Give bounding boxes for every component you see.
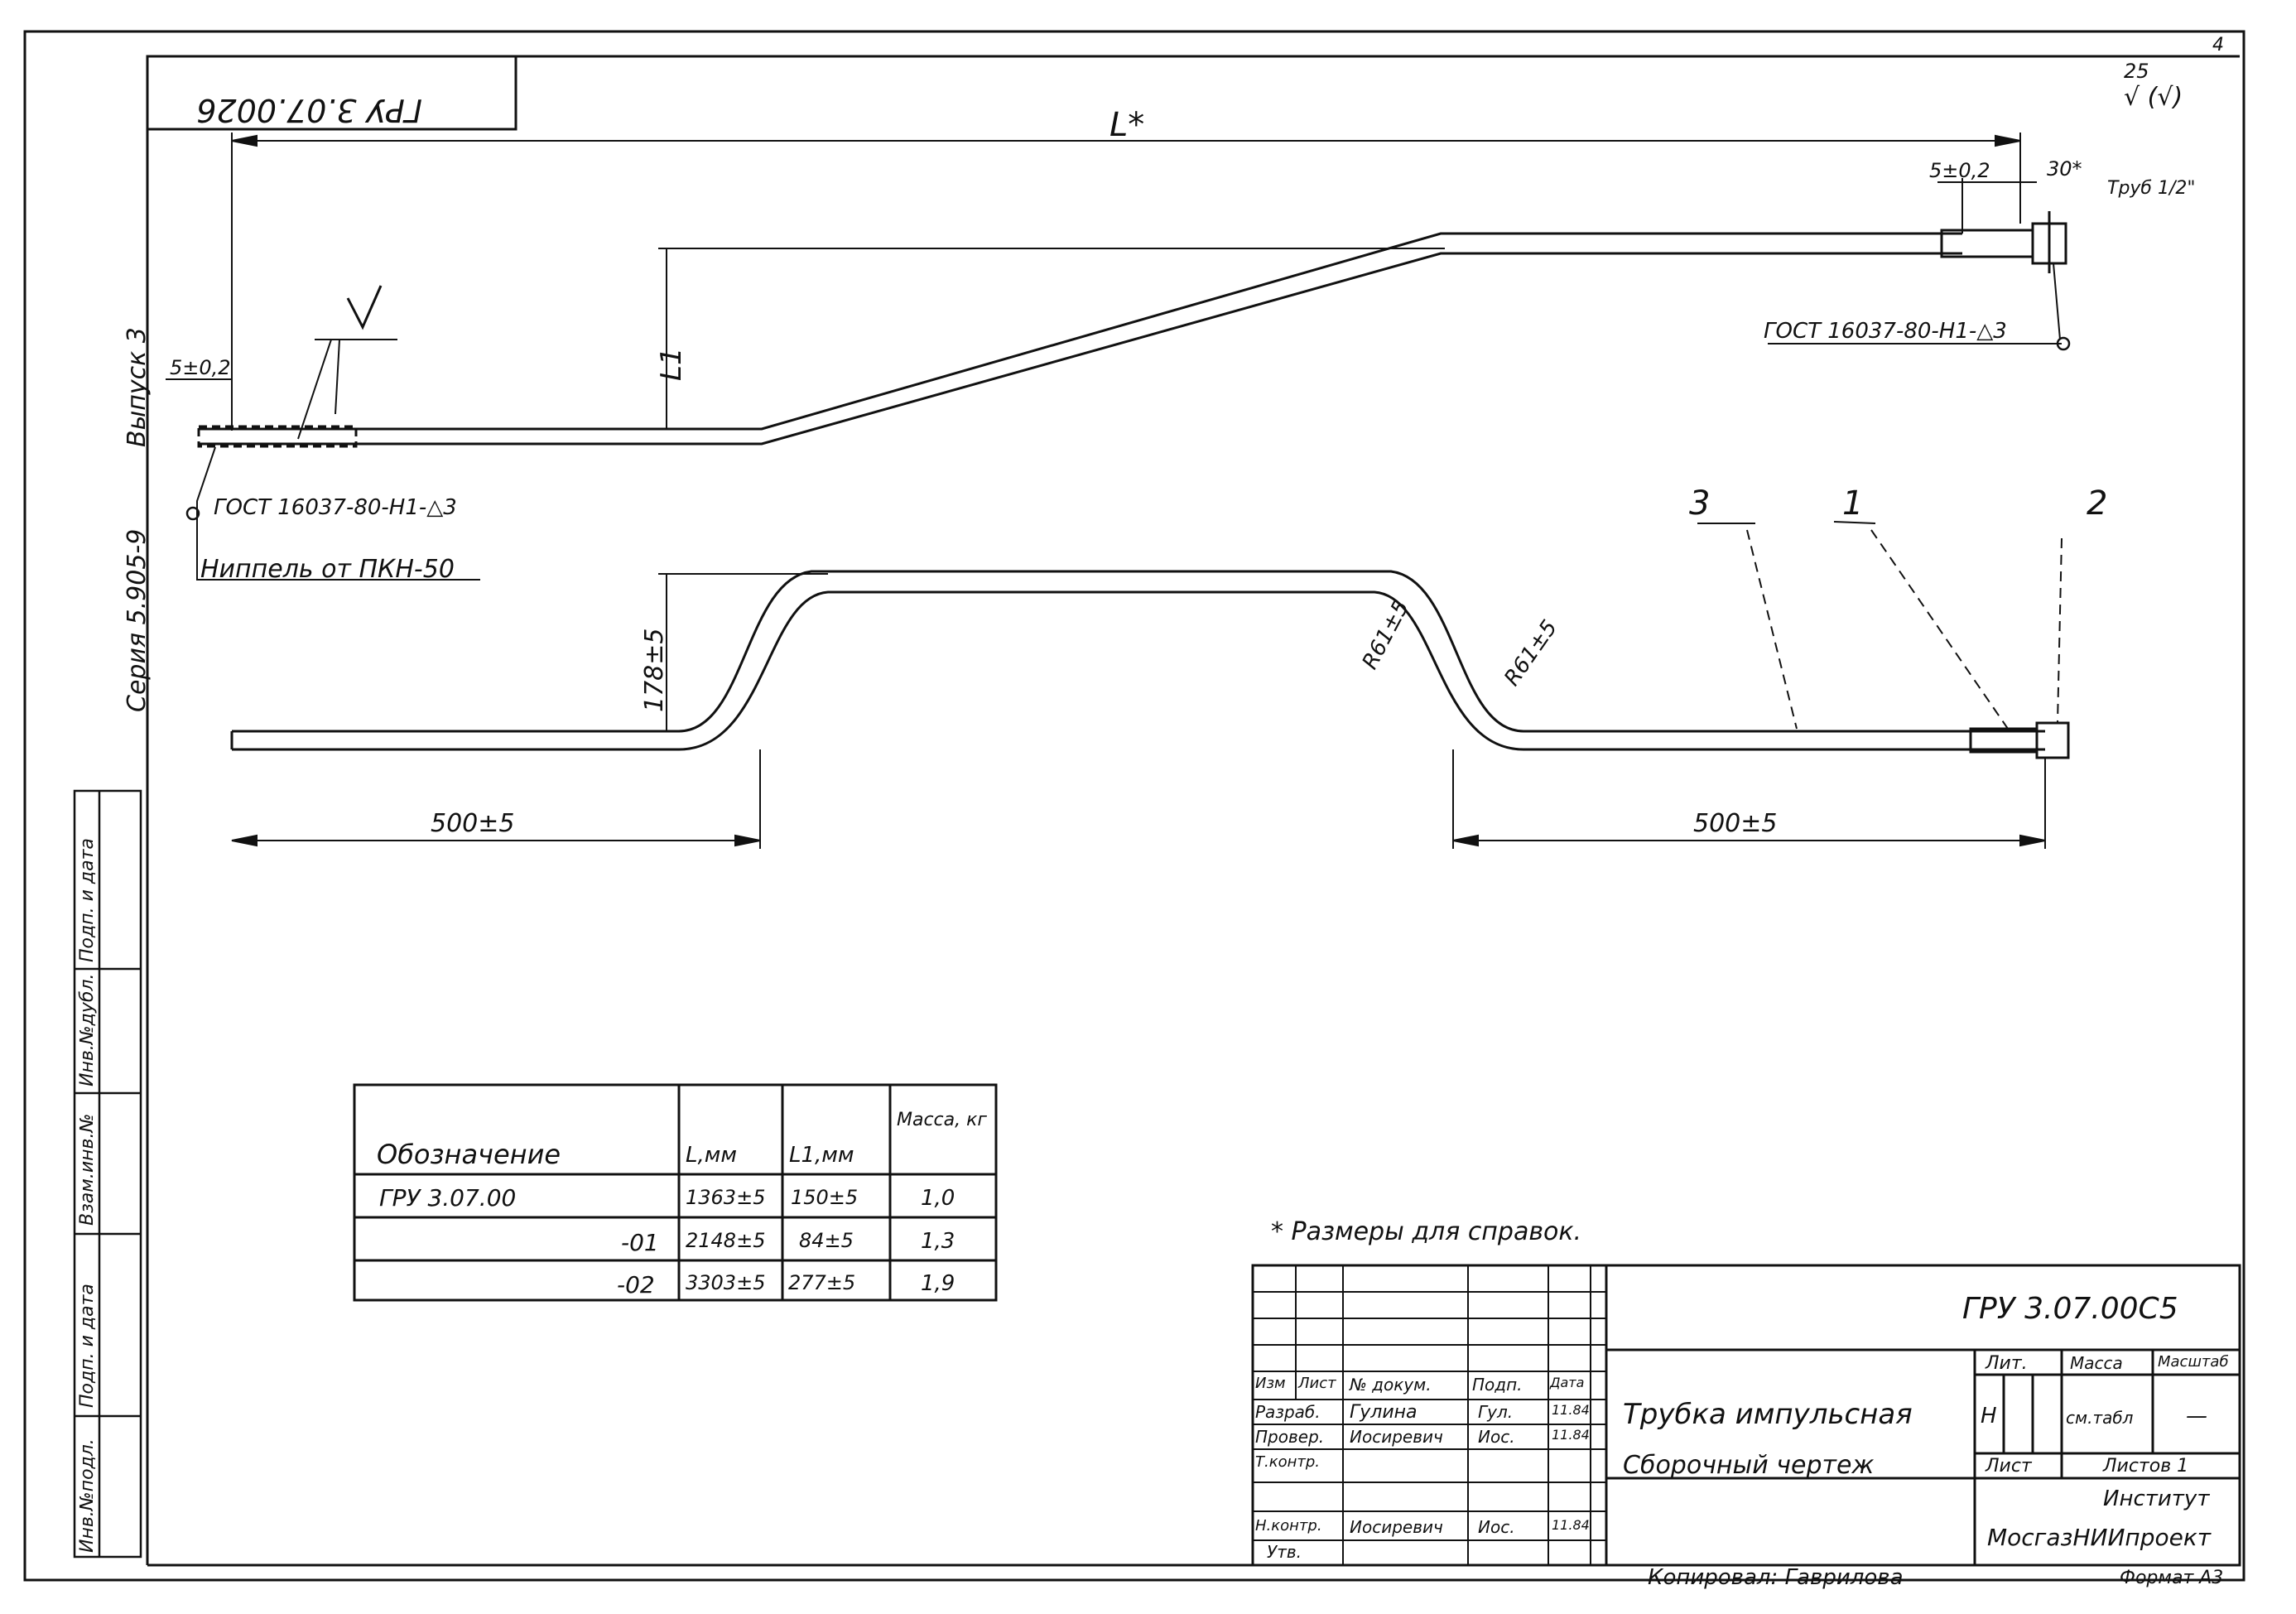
roughness-value: 25 [2124,60,2149,83]
tb-role-0: Разраб. [1255,1402,1321,1422]
dim-tol-right: 5±0,2 [1929,159,1990,182]
gost-right: ГОСТ 16037-80-Н1-△3 [1764,319,2007,344]
tb-role-4: Утв. [1267,1542,1302,1562]
position-3: 3 [1689,484,1711,523]
tb-sign-1: Иос. [1478,1427,1515,1447]
dim-tol-left: 5±0,2 [170,356,231,379]
tb-sheets-label: Листов 1 [2103,1456,2189,1477]
tb-name-3: Иосиревич [1350,1517,1443,1537]
issue-label: Выпуск 3 [123,327,152,447]
tb-role-1: Провер. [1255,1427,1325,1447]
tb-lit-value: Н [1981,1404,1997,1429]
title-code: ГРУ 3.07.00С5 [1962,1292,2178,1326]
gost-right-marker-icon [2056,336,2071,351]
gost-left-marker-icon [185,506,200,521]
side-stamp-2: Подп. и дата [77,1284,98,1408]
note-reference: * Размеры для справок. [1271,1217,1582,1246]
title-block-grid [1251,1264,2241,1567]
table-header-designation: Обозначение [377,1139,561,1170]
table-header-l: L,мм [686,1143,737,1168]
table-row-1-l1: 84±5 [799,1229,854,1252]
corner-number: 4 [2212,35,2224,55]
pipe-label: Труб 1/2" [2107,178,2196,199]
parameter-table-grid [353,1083,998,1302]
title-line-1: Трубка импульсная [1623,1398,1913,1431]
table-row-0-l: 1363±5 [686,1186,766,1209]
tb-head-doc: № докум. [1350,1375,1432,1395]
side-stamp-5: Подп. и дата [77,838,98,962]
dim-len-left: 500±5 [431,809,515,838]
table-row-1-designation: -01 [621,1229,659,1256]
table-row-0-designation: ГРУ 3.07.00 [379,1184,517,1212]
top-stamp-box [146,55,517,131]
tb-head-sign: Подп. [1472,1375,1523,1395]
tb-org-2: МосгазНИИпроект [1987,1524,2212,1551]
table-header-l1: L1,мм [789,1143,854,1168]
table-row-0-mass: 1,0 [921,1186,955,1211]
side-stamp-3: Взам.инв.№ [77,1114,98,1226]
tb-org-1: Институт [2103,1486,2210,1511]
table-row-2-l1: 277±5 [788,1271,856,1294]
position-2: 2 [2087,484,2108,523]
top-view-pipe [197,211,2067,448]
tb-head-date: Дата [1550,1375,1585,1390]
tb-scale-value: — [2186,1404,2207,1429]
table-header-mass: Масса, кг [897,1110,987,1130]
tb-scale-label: Масштаб [2158,1353,2229,1371]
stamp-top-code: ГРУ 3.07.0026 [196,92,422,128]
copied-by: Копировал: Гаврилова [1648,1565,1904,1590]
side-stamp-4: Инв.№дубл. [77,973,98,1086]
dim-30: 30* [2047,157,2082,181]
tb-name-1: Иосиревич [1350,1427,1443,1447]
tb-sign-3: Иос. [1478,1517,1515,1537]
table-row-2-designation: -02 [617,1271,655,1298]
tb-head-list: Лист [1298,1375,1336,1392]
side-stamp-1: Инв.№подл. [77,1438,98,1553]
dim-l1: L1 [655,347,688,381]
dim-l: L* [1109,106,1145,144]
nipple-label: Ниппель от ПКН-50 [200,555,455,584]
series-label: Серия 5.905-9 [123,529,152,712]
top-dimensions [166,132,2062,581]
tb-role-2: Т.контр. [1255,1453,1321,1471]
tb-name-0: Гулина [1350,1402,1418,1423]
side-stamp-grid [73,789,142,1559]
dim-radius-a: R61±5 [1358,596,1414,673]
roughness-marks: √ (√) [2124,83,2183,112]
table-row-0-l1: 150±5 [791,1186,859,1209]
table-row-2-l: 3303±5 [686,1271,766,1294]
tb-date-0: 11.84 [1552,1402,1590,1418]
table-row-2-mass: 1,9 [921,1271,955,1296]
tb-lit-label: Лит. [1986,1353,2028,1374]
front-dimensions [231,521,2063,849]
title-block-left-grid [1253,1265,1606,1565]
tb-mass-label: Масса [2070,1353,2123,1373]
outer-frame [23,30,2245,1582]
table-row-1-l: 2148±5 [686,1229,766,1252]
table-row-1-mass: 1,3 [921,1229,955,1254]
tb-date-1: 11.84 [1552,1427,1590,1443]
tb-sheet-label: Лист [1986,1456,2032,1477]
front-view-pipe [230,570,2070,759]
gost-left: ГОСТ 16037-80-Н1-△3 [214,495,457,520]
dim-height-bottom: 178±5 [640,629,669,712]
position-1: 1 [1842,484,1864,523]
weld-mark-icon [346,285,383,330]
tb-mass-value: см.табл [2066,1408,2134,1428]
format-label: Формат А3 [2120,1568,2224,1588]
dim-len-right: 500±5 [1693,809,1778,838]
dim-radius-b: R61±5 [1499,616,1562,691]
title-line-2: Сборочный чертеж [1623,1451,1875,1480]
tb-role-3: Н.контр. [1255,1517,1322,1535]
tb-sign-0: Гул. [1478,1402,1514,1422]
tb-head-izm: Изм [1255,1375,1286,1392]
tb-date-3: 11.84 [1552,1517,1590,1533]
